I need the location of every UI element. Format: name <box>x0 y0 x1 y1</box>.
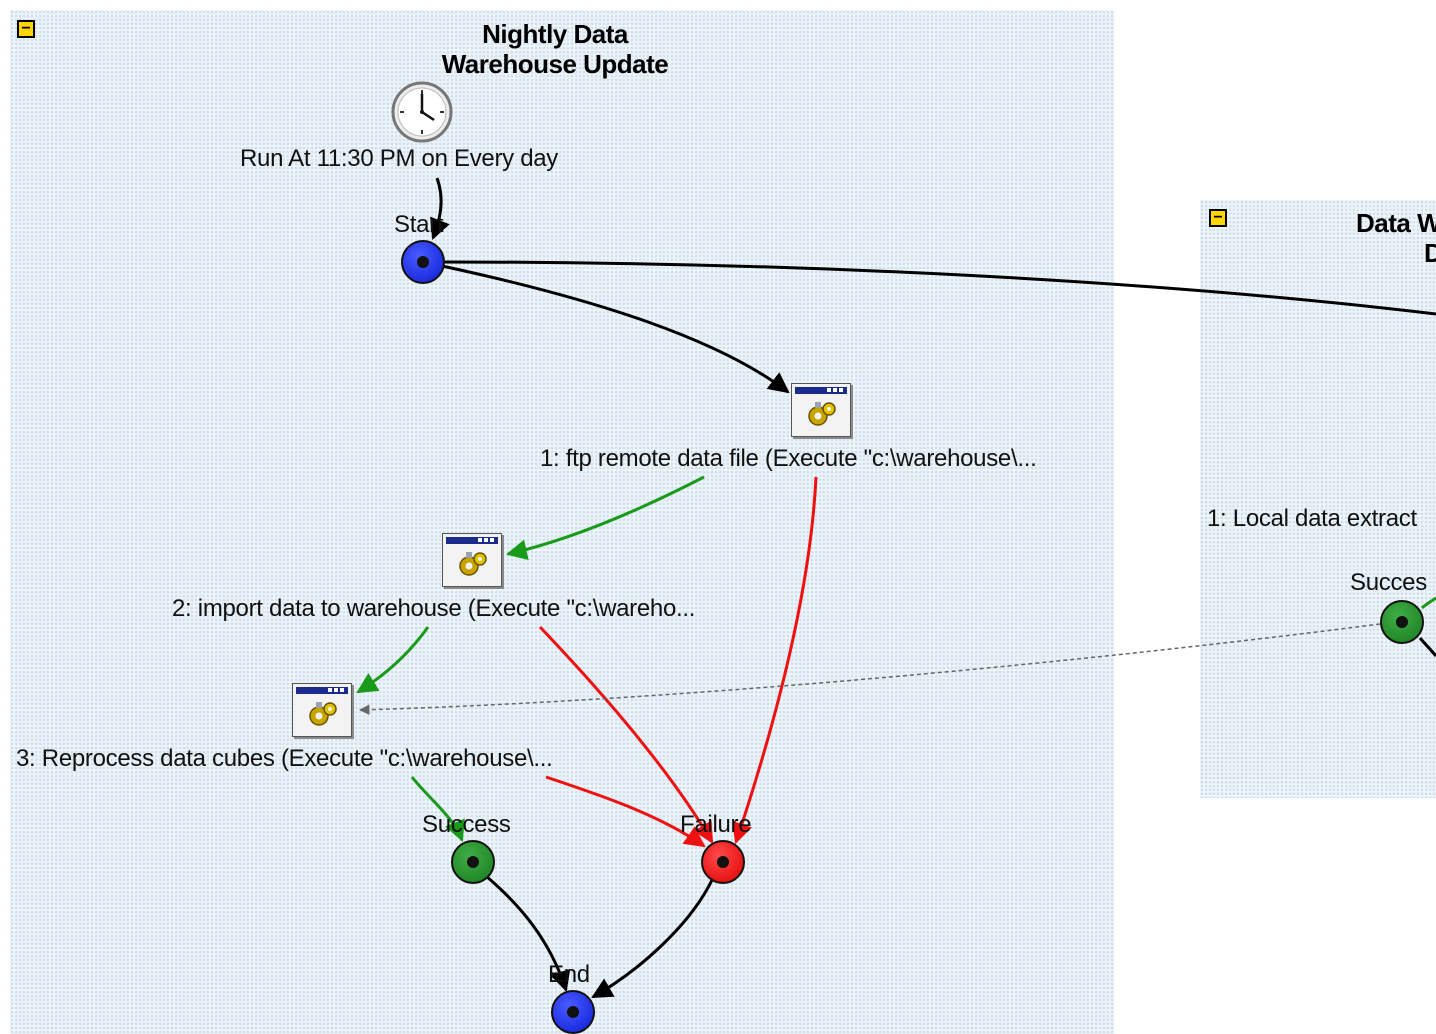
start-label: Start <box>394 211 444 238</box>
start-node[interactable] <box>401 240 445 284</box>
task-3-execute-icon[interactable] <box>292 683 352 737</box>
second-group-success-label: Succes <box>1350 569 1427 596</box>
success-to-end-link[interactable] <box>485 874 571 992</box>
failure-node[interactable] <box>701 840 745 884</box>
task1-to-task2-success-link[interactable] <box>505 475 705 561</box>
collapse-group-button-secondary[interactable]: − <box>1209 209 1227 227</box>
failure-to-end-link[interactable] <box>591 879 714 999</box>
workflow-group-panel-secondary[interactable] <box>1200 200 1436 798</box>
task-2-label[interactable]: 2: import data to warehouse (Execute "c:… <box>172 595 696 622</box>
task3-to-failure-link[interactable] <box>545 775 706 848</box>
start-to-second-group-link[interactable] <box>444 260 1436 316</box>
group-title-line-2: Warehouse Update <box>441 49 669 79</box>
group-title-line-1: Nightly Data <box>482 19 628 49</box>
second-group-incoming-link <box>1420 596 1436 610</box>
schedule-label: Run At 11:30 PM on Every day <box>240 145 559 172</box>
start-to-task1-link[interactable] <box>441 264 790 394</box>
task-1-label[interactable]: 1: ftp remote data file (Execute "c:\war… <box>540 445 1037 472</box>
failure-label: Failure <box>680 811 752 838</box>
group-title-secondary: Data W D <box>1356 208 1436 268</box>
task-3-label[interactable]: 3: Reprocess data cubes (Execute "c:\war… <box>16 745 553 772</box>
task-2-execute-icon[interactable] <box>442 533 502 587</box>
second-group-success-node[interactable] <box>1380 600 1424 644</box>
task3-to-success-link[interactable] <box>410 776 465 842</box>
group-title-secondary-line-1: Data W <box>1356 208 1436 238</box>
success-node[interactable] <box>451 840 495 884</box>
end-node[interactable] <box>551 990 595 1034</box>
success-label: Success <box>422 811 511 838</box>
second-group-outgoing-link <box>1418 637 1436 657</box>
second-group-task-label[interactable]: 1: Local data extract <box>1207 505 1417 532</box>
task1-to-failure-link[interactable] <box>732 476 818 844</box>
task2-to-task3-success-link[interactable] <box>356 626 430 694</box>
task-1-execute-icon[interactable] <box>791 383 851 437</box>
cross-group-dependency-link[interactable] <box>358 623 1381 715</box>
collapse-group-button[interactable]: − <box>17 20 35 38</box>
schedule-to-start-link <box>430 177 450 240</box>
end-label: End <box>548 961 590 988</box>
workflow-group-panel[interactable] <box>10 10 1114 1034</box>
group-title: Nightly Data Warehouse Update <box>400 19 710 79</box>
clock-icon[interactable] <box>390 80 454 144</box>
task2-to-failure-link[interactable] <box>538 625 714 844</box>
group-title-secondary-line-2: D <box>1424 238 1436 268</box>
